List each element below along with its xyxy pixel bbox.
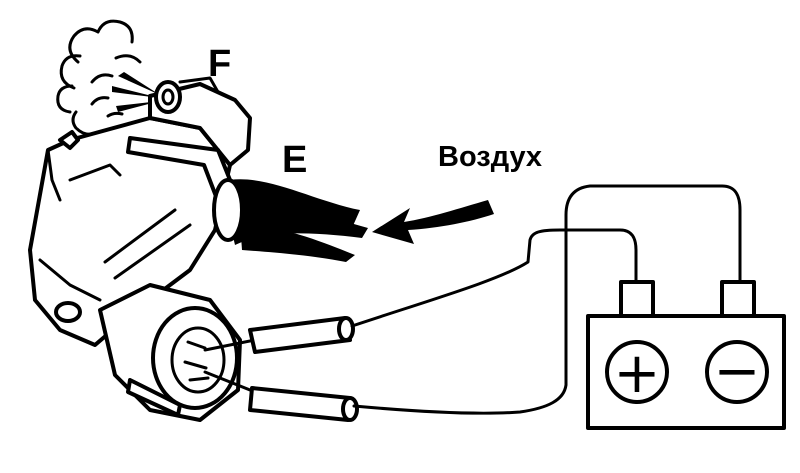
label-e: E	[282, 139, 307, 181]
battery	[586, 280, 786, 430]
label-air: Воздух	[438, 141, 542, 173]
inlet-hose	[212, 178, 368, 262]
air-arrow	[372, 200, 494, 244]
connector	[98, 283, 242, 422]
battery-plus-sign: +	[614, 341, 661, 406]
battery-minus-sign: −	[714, 339, 761, 404]
test-probes	[203, 316, 359, 422]
wires	[350, 184, 742, 415]
outlet-nozzle	[148, 76, 252, 167]
label-f: F	[208, 43, 231, 85]
